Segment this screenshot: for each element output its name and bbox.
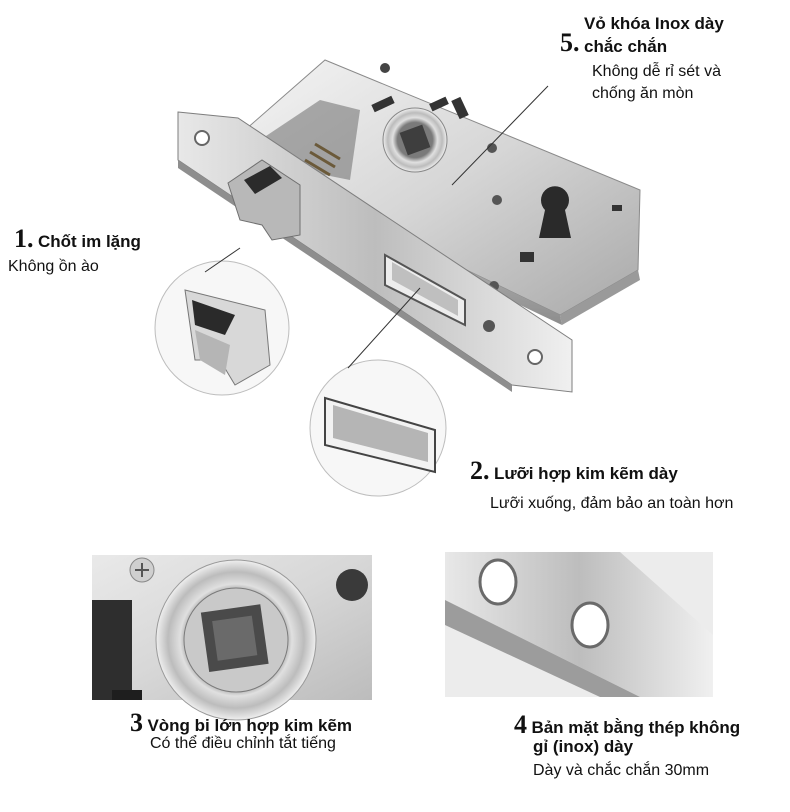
feature-2-desc: Lưỡi xuống, đảm bảo an toàn hơn (490, 495, 734, 512)
feature-1-desc: Không ồn ào (8, 258, 99, 275)
feature-5-desc-line2: chống ăn mòn (592, 85, 694, 102)
feature-1-number: 1. (14, 224, 34, 253)
feature-3-title: Vòng bi lớn hợp kim kẽm (147, 716, 353, 735)
leader-line-5 (451, 85, 549, 186)
feature-3-number: 3 (130, 708, 143, 737)
feature-1: 1. Chốt im lặng (14, 224, 141, 254)
feature-4-title-line1: Bản mặt bằng thép không (531, 718, 741, 737)
feature-5-number: 5. (560, 28, 580, 57)
feature-5-title-line1: Vỏ khóa Inox dày (584, 14, 724, 33)
feature-2-number: 2. (470, 456, 490, 485)
feature-2-title: Lưỡi hợp kim kẽm dày (493, 464, 678, 483)
callout-bolt-zoom (309, 359, 447, 497)
feature-4: 4 Bản mặt bằng thép không (514, 710, 740, 740)
leader-line-1 (204, 247, 241, 273)
feature-2: 2. Lưỡi hợp kim kẽm dày (470, 456, 678, 486)
feature-4-desc: Dày và chắc chắn 30mm (533, 762, 710, 779)
feature-5-desc-line1: Không dễ rỉ sét và (592, 63, 721, 80)
feature-5-title-line2: chắc chắn (584, 37, 668, 56)
bearing-photo (92, 555, 372, 721)
feature-4-title-line2: gỉ (inox) dày (533, 737, 634, 756)
feature-3: 3 Vòng bi lớn hợp kim kẽm (130, 708, 352, 738)
lock-faceplate (177, 111, 573, 393)
feature-1-title: Chốt im lặng (37, 232, 141, 251)
leader-line-2 (347, 287, 421, 369)
feature-4-number: 4 (514, 710, 527, 739)
feature-3-desc: Có thể điều chỉnh tắt tiếng (150, 735, 336, 752)
callout-latch-zoom (154, 260, 290, 396)
faceplate-photo (445, 552, 713, 697)
